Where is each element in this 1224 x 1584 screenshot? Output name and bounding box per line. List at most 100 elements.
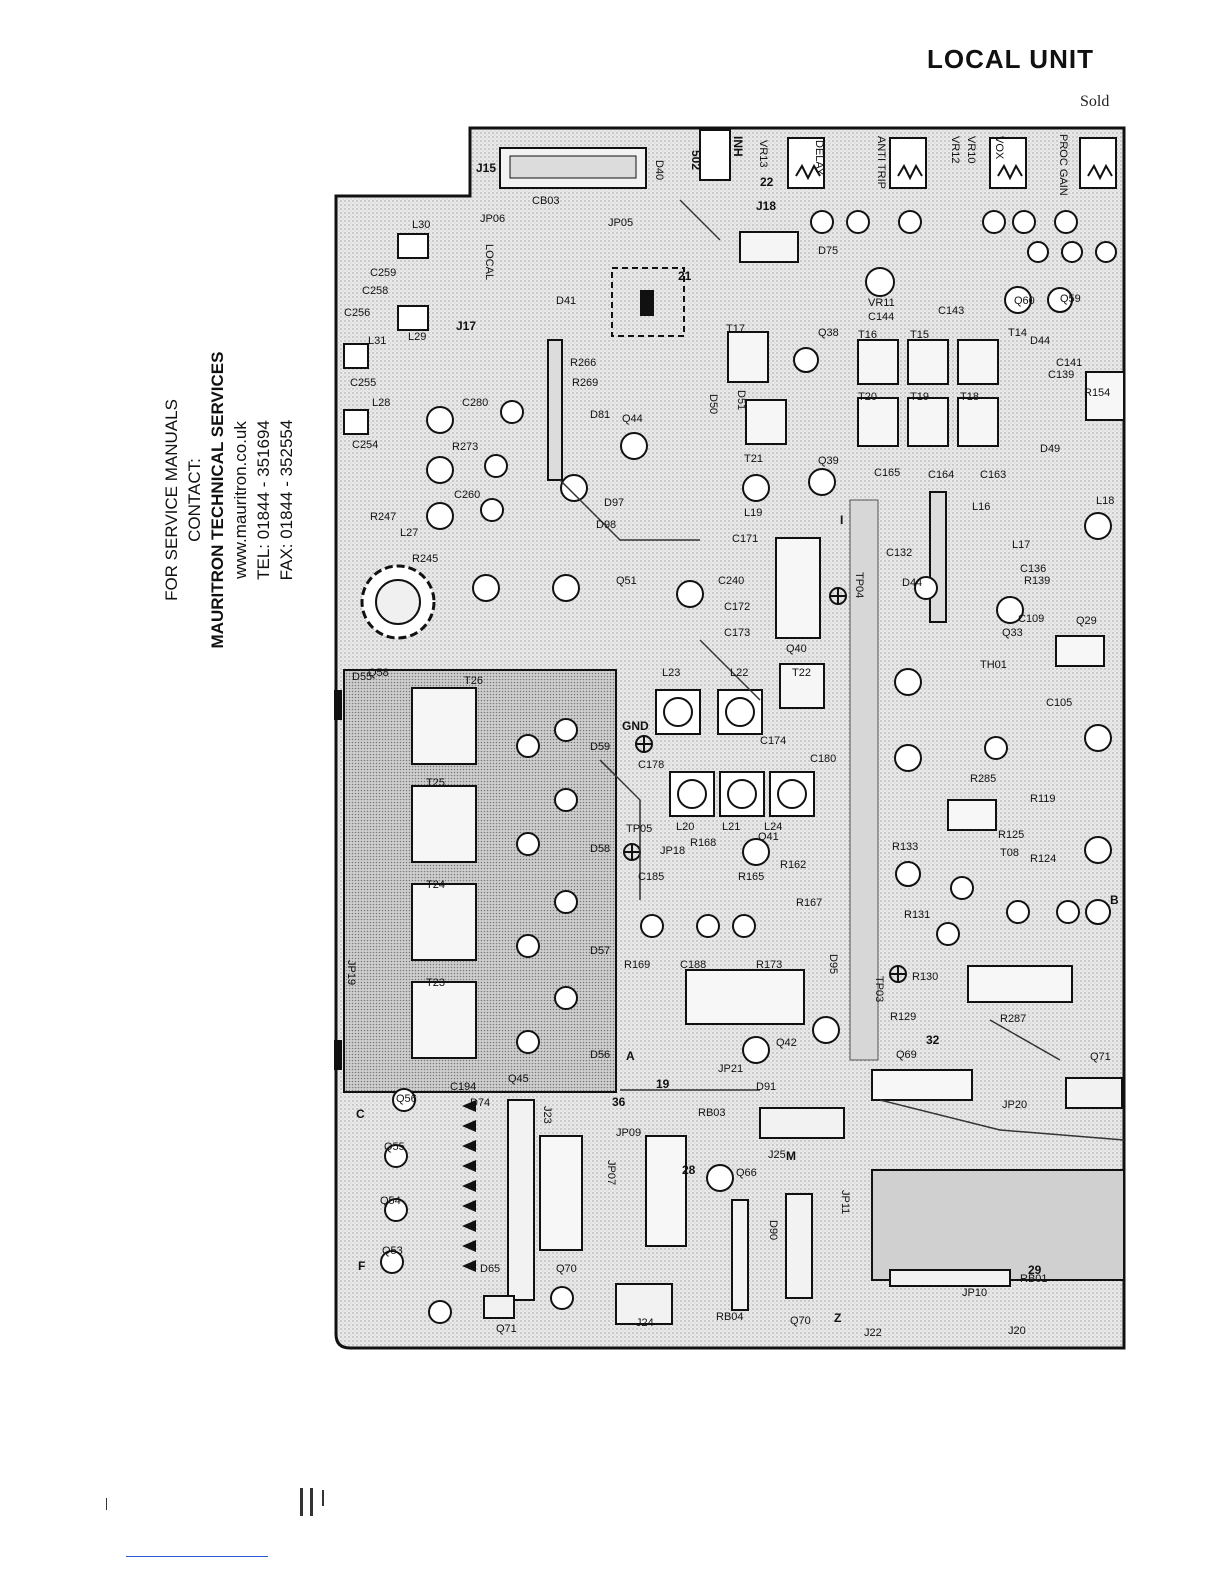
- label-j23: J24: [636, 1317, 654, 1329]
- label-wire-c: C: [356, 1107, 365, 1121]
- label-tp05: TP05: [626, 823, 652, 835]
- contact-tel: TEL: 01844 - 351694: [254, 420, 273, 580]
- label-q66: Q70: [790, 1315, 811, 1327]
- label-wire-21: 22: [760, 175, 774, 189]
- label-c246: C256: [344, 307, 370, 319]
- label-vr11: VR11: [868, 297, 895, 309]
- page-subtitle: Sold: [1080, 93, 1110, 110]
- label-l27: L27: [400, 527, 418, 539]
- label-wire-z: Z: [834, 1311, 841, 1325]
- label-q44: Q44: [622, 413, 643, 425]
- label-c173: C165: [874, 467, 900, 479]
- label-j20: J20: [1008, 1325, 1026, 1337]
- label-r172: R165: [738, 871, 764, 883]
- service-contact-block: FOR SERVICE MANUALS CONTACT: MAURITRON T…: [160, 140, 298, 860]
- label-c233: C240: [718, 575, 744, 587]
- label-r174: R168: [690, 837, 716, 849]
- label-r266: R285: [970, 773, 996, 785]
- label-d77: D75: [818, 245, 838, 257]
- contact-company: MAURITRON TECHNICAL SERVICES: [208, 351, 227, 649]
- label-wire-29: 29: [1028, 1263, 1042, 1277]
- label-q52: Q56: [396, 1093, 417, 1105]
- label-q53: Q51: [616, 575, 637, 587]
- label-d57: D56: [590, 1049, 610, 1061]
- label-tp04: TP04: [853, 572, 865, 598]
- label-j17: J17: [456, 319, 476, 333]
- label-c244: C255: [350, 377, 376, 389]
- label-j18: J18: [756, 199, 776, 213]
- label-q33: Q33: [1002, 627, 1023, 639]
- label-wire-20: 21: [678, 269, 692, 283]
- label-c109: C109: [1018, 613, 1044, 625]
- label-d44: D44: [902, 577, 922, 589]
- label-c139: C132: [886, 547, 912, 559]
- label-d81: D81: [590, 409, 610, 421]
- label-inh: INH: [731, 136, 745, 157]
- label-c165: C143: [938, 305, 964, 317]
- label-d60: D59: [590, 741, 610, 753]
- label-t17: T17: [726, 323, 745, 335]
- label-r177: R169: [624, 959, 650, 971]
- label-c163: C139: [1048, 369, 1074, 381]
- footer-link-line: [126, 1556, 268, 1557]
- label-c180: C173: [724, 627, 750, 639]
- label-q68: Q71: [496, 1323, 517, 1335]
- label-wire-i: I: [840, 513, 843, 527]
- label-jp21: JP21: [718, 1063, 743, 1075]
- label-c171: C163: [980, 469, 1006, 481]
- label-c251: C259: [370, 267, 396, 279]
- label-l18: L18: [1096, 495, 1114, 507]
- label-j22: J22: [864, 1327, 882, 1339]
- label-wire-b: B: [1110, 893, 1119, 907]
- label-c249: C258: [362, 285, 388, 297]
- label-d52: D51: [735, 390, 747, 410]
- label-local: LOCAL: [483, 244, 495, 280]
- label-vr10: VR10: [965, 136, 977, 164]
- label-q58: Q58: [368, 667, 389, 679]
- label-r231: R245: [412, 553, 438, 565]
- label-t14: T14: [1008, 327, 1027, 339]
- label-t25: T25: [426, 777, 445, 789]
- label-c193: C185: [638, 871, 664, 883]
- label-c182: C174: [760, 735, 786, 747]
- label-c105: C105: [1046, 697, 1072, 709]
- label-cb03: CB03: [532, 195, 560, 207]
- contact-line2: CONTACT:: [185, 458, 204, 542]
- label-r129: R129: [890, 1011, 916, 1023]
- label-q42: Q42: [776, 1037, 797, 1049]
- label-t19: T19: [910, 391, 929, 403]
- label-wire-36: 36: [612, 1095, 626, 1109]
- label-t08: T08: [1000, 847, 1019, 859]
- label-502: 502: [689, 150, 703, 170]
- label-th01: TH01: [980, 659, 1007, 671]
- label-d40: D40: [653, 160, 665, 180]
- label-wire-f: F: [358, 1259, 365, 1273]
- label-d49: D44: [1030, 335, 1050, 347]
- label-c187: C180: [810, 753, 836, 765]
- label-c172: C164: [928, 469, 954, 481]
- label-q59: Q59: [1060, 293, 1081, 305]
- label-l20: L22: [730, 667, 748, 679]
- label-q45: Q45: [508, 1073, 529, 1085]
- contact-website: www.mauritron.co.uk: [231, 421, 250, 579]
- label-l28: L29: [408, 331, 426, 343]
- label-c164: C141: [1056, 357, 1082, 369]
- label-d74: D74: [470, 1097, 490, 1109]
- label-t18: T18: [960, 391, 979, 403]
- label-q38: Q38: [818, 327, 839, 339]
- label-q41: Q41: [758, 831, 779, 843]
- label-rb03: RB03: [698, 1107, 726, 1119]
- label-l24: L24: [764, 821, 782, 833]
- label-d98: D98: [596, 519, 616, 531]
- label-r154: R154: [1084, 387, 1110, 399]
- label-l23: L21: [722, 821, 740, 833]
- label-q49: Q53: [382, 1245, 403, 1257]
- label-tp03: TP03: [873, 976, 885, 1002]
- contact-fax: FAX: 01844 - 352554: [277, 419, 296, 581]
- label-c242: C254: [352, 439, 378, 451]
- label-r125: R125: [998, 829, 1024, 841]
- label-r130: R130: [912, 971, 938, 983]
- label-q50: Q54: [380, 1195, 401, 1207]
- label-d97: D97: [604, 497, 624, 509]
- label-r173: R167: [796, 897, 822, 909]
